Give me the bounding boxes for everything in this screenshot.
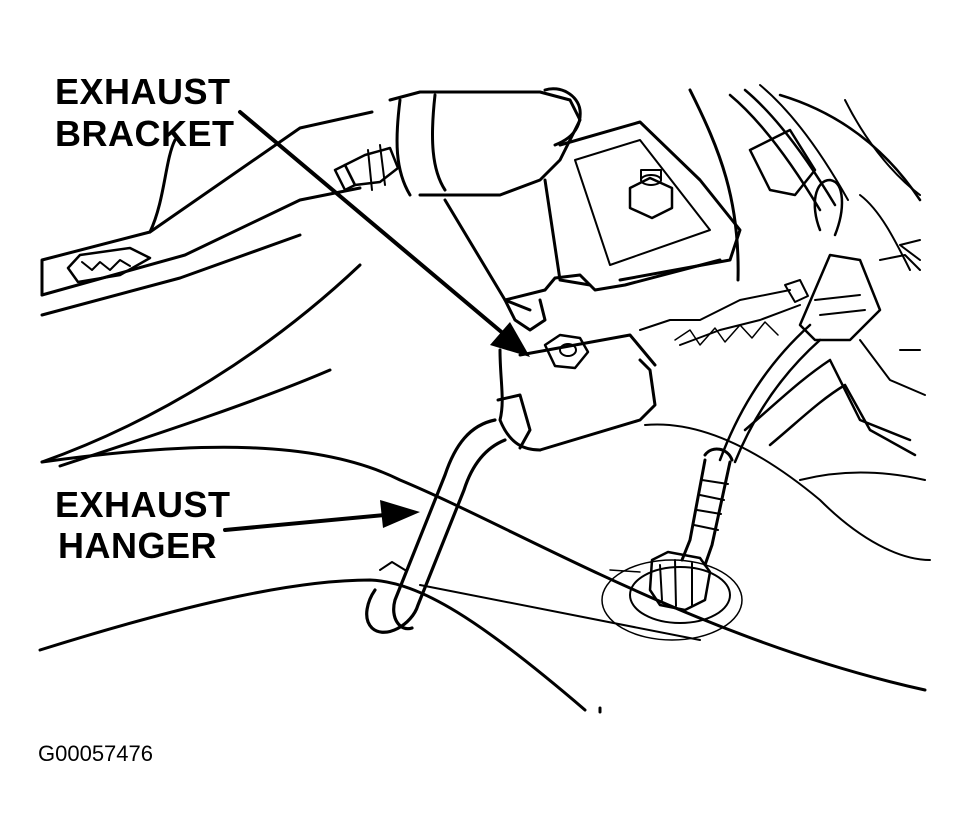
figure-id: G00057476 [38, 741, 153, 766]
catalytic-converter [333, 87, 582, 197]
exhaust-bracket-arrow [238, 110, 530, 357]
hanger-clamp [496, 258, 722, 452]
floor-edges [38, 445, 927, 714]
exhaust-hanger-arrow [223, 500, 420, 532]
wiring-harness [639, 84, 921, 464]
exhaust-bracket-label-line1: EXHAUST [55, 71, 231, 112]
exhaust-bracket-label-line2: BRACKET [55, 113, 235, 154]
floor-pan [40, 110, 374, 468]
exhaust-hanger-label-line1: EXHAUST [55, 484, 231, 525]
exhaust-bracket-plate [443, 120, 742, 312]
clamp-bolt [543, 333, 590, 370]
right-body-panel [644, 88, 931, 561]
exhaust-hanger-rod [365, 418, 507, 634]
bracket-nut [628, 169, 674, 220]
exhaust-hanger-label-line2: HANGER [58, 525, 218, 566]
oxygen-sensor [601, 447, 743, 641]
